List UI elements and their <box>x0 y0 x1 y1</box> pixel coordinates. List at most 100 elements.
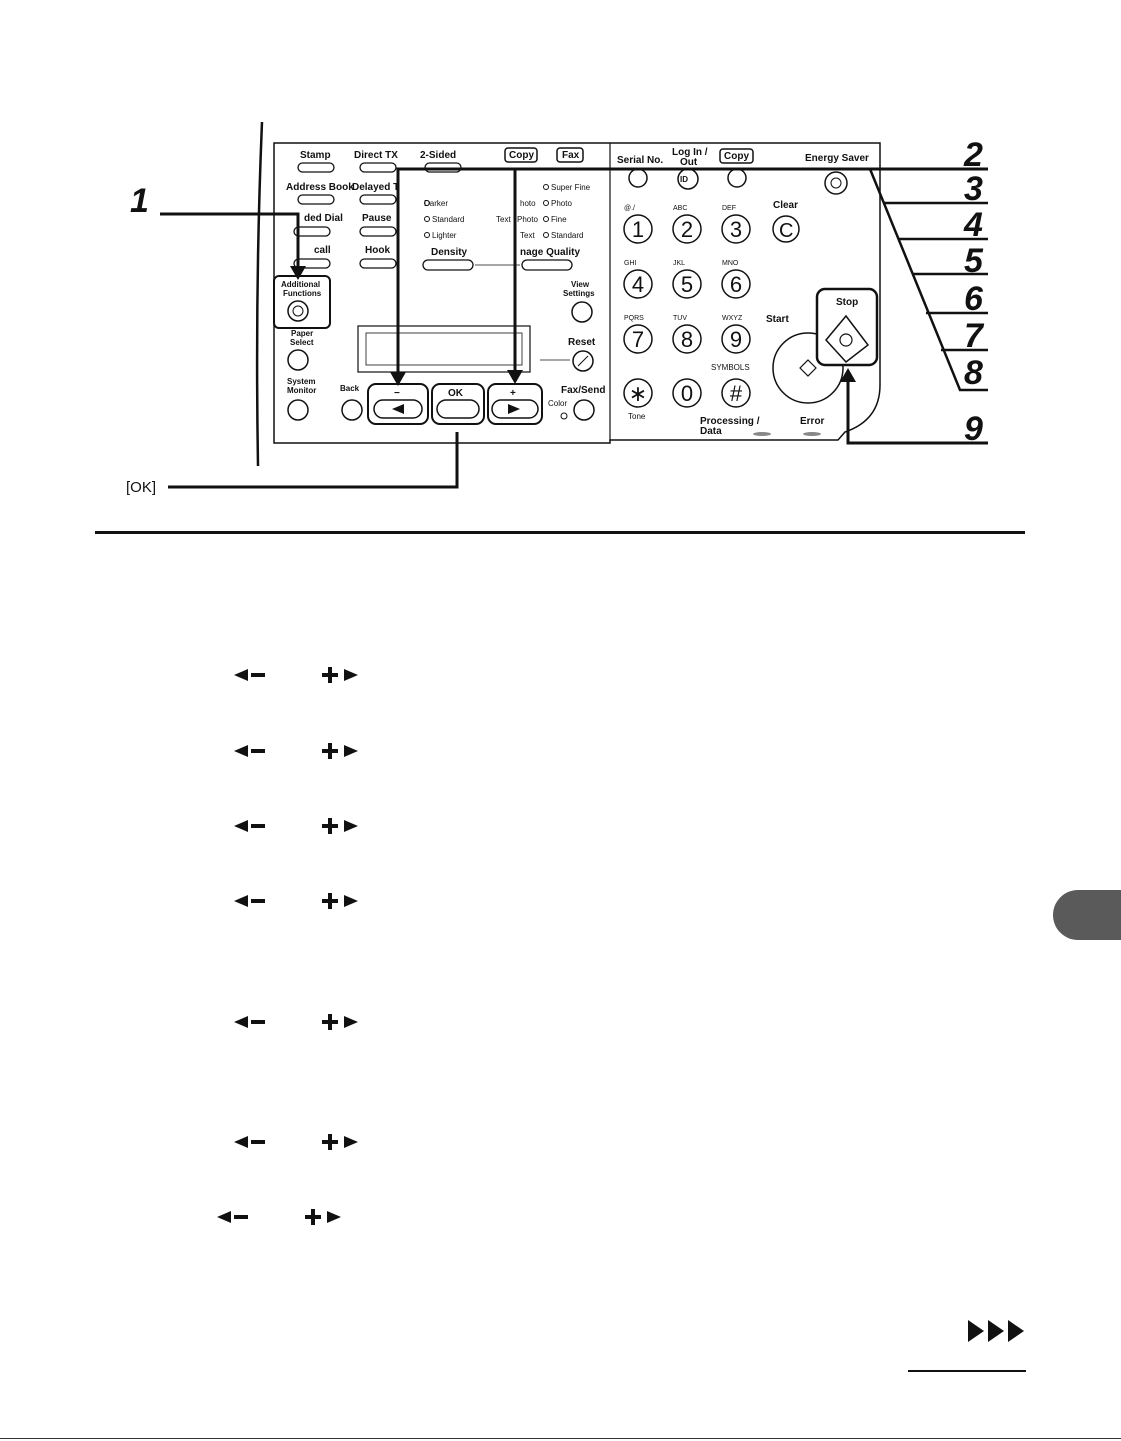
address-book-button[interactable] <box>297 194 335 205</box>
callout-line-1 <box>160 212 300 272</box>
coded-dial-button[interactable] <box>293 226 331 237</box>
image-quality-button[interactable] <box>521 259 573 271</box>
additional-functions-button[interactable] <box>287 300 309 322</box>
text-photo-option-a: Text <box>496 215 511 224</box>
recall-button[interactable] <box>293 258 331 269</box>
login-label-1: Log In / <box>672 147 708 158</box>
keypad-key-8[interactable] <box>721 324 751 354</box>
keypad-key-1[interactable] <box>672 214 702 244</box>
callout-line-ok <box>168 432 459 489</box>
reset-button[interactable] <box>572 350 594 372</box>
right-arrow-glyph <box>344 669 358 681</box>
lcd-screen <box>365 332 523 366</box>
stop-button[interactable] <box>825 314 870 364</box>
keypad-key-0[interactable] <box>623 214 653 244</box>
hook-button[interactable] <box>359 258 397 269</box>
left-arrow-glyph <box>217 1211 231 1223</box>
keypad-letters-2: DEF <box>722 205 736 212</box>
keypad-digit-2: 3 <box>730 217 742 242</box>
right-arrow-glyph <box>344 1136 358 1148</box>
view-settings-label-1: View <box>571 280 590 289</box>
pause-button[interactable] <box>359 226 397 237</box>
view-settings-button[interactable] <box>571 301 593 323</box>
energy-saver-button[interactable] <box>824 171 848 195</box>
keypad-letters-5: MNO <box>722 260 739 267</box>
lighter-option: Lighter <box>432 231 457 240</box>
keypad-letters-1: ABC <box>673 205 687 212</box>
arrow-keys-step-c <box>234 816 374 836</box>
keypad-key-7[interactable] <box>672 324 702 354</box>
callout-arrow-1 <box>290 266 306 280</box>
delayed-button[interactable] <box>359 194 397 205</box>
back-button[interactable] <box>341 399 363 421</box>
left-arrow-glyph <box>234 1016 248 1028</box>
start-button[interactable] <box>772 332 844 404</box>
clear-button[interactable] <box>772 215 800 243</box>
text-photo-option-b: Photo <box>517 215 538 224</box>
reset-icon <box>577 355 589 367</box>
callout-number-7: 7 <box>964 317 985 355</box>
ok-highlight <box>431 383 485 425</box>
right-arrow-button[interactable] <box>491 399 539 419</box>
ok-button[interactable] <box>436 399 480 419</box>
plus-glyph-v <box>328 818 332 834</box>
ok-callout-label: [OK] <box>126 479 156 496</box>
plus-glyph-v <box>328 1134 332 1150</box>
keypad-key-10[interactable] <box>672 378 702 408</box>
tone-label: Tone <box>628 412 646 421</box>
callout-arrow-2b <box>507 370 523 384</box>
callout-number-1: 1 <box>130 182 149 220</box>
stop-icon <box>839 333 853 347</box>
arrow-keys-step-g <box>217 1207 357 1227</box>
direct-tx-label: Direct TX <box>354 150 398 161</box>
right-arrow-glyph <box>344 895 358 907</box>
continue-arrows-icon <box>968 1320 1024 1342</box>
arrow-keys-step-f <box>234 1132 374 1152</box>
page-bottom-rule <box>0 1438 1121 1439</box>
callout-arrow-9 <box>840 368 856 382</box>
keypad-digit-4: 5 <box>681 272 693 297</box>
page-number-rule <box>908 1370 1026 1372</box>
control-panel-figure: Stamp Direct TX 2-Sided Copy Fax Address… <box>126 121 988 496</box>
processing-label-1: Processing / <box>700 416 760 427</box>
left-arrow-button[interactable] <box>373 399 423 419</box>
system-monitor-label-1: System <box>287 377 315 386</box>
paper-select-label-2: Select <box>290 338 314 347</box>
callout-line-3-8-diagonal <box>868 168 988 392</box>
left-arrow-icon <box>392 404 404 414</box>
direct-tx-button[interactable] <box>359 162 397 173</box>
darker-option: Darker <box>424 199 448 208</box>
keypad-key-5[interactable] <box>721 269 751 299</box>
arrow-keys-step-e <box>234 1012 374 1032</box>
keypad-key-2[interactable] <box>721 214 751 244</box>
clear-key-glyph: C <box>779 220 793 242</box>
copy-mode-button[interactable] <box>727 168 747 188</box>
minus-label: − <box>394 388 400 399</box>
lcd-display <box>357 325 531 373</box>
stamp-button[interactable] <box>297 162 335 173</box>
minus-glyph <box>251 673 265 677</box>
minus-glyph <box>234 1215 248 1219</box>
serial-number-button[interactable] <box>628 168 648 188</box>
stamp-label: Stamp <box>300 150 331 161</box>
keypad-key-4[interactable] <box>672 269 702 299</box>
paper-select-button[interactable] <box>287 349 309 371</box>
keypad-key-9[interactable] <box>623 378 653 408</box>
keypad-key-11[interactable] <box>721 378 751 408</box>
two-sided-label: 2-Sided <box>420 150 456 161</box>
power-icon <box>830 177 842 189</box>
keypad-letters-4: JKL <box>673 260 685 267</box>
keypad-key-6[interactable] <box>623 324 653 354</box>
system-monitor-button[interactable] <box>287 399 309 421</box>
density-button[interactable] <box>422 259 474 271</box>
fax-send-button[interactable] <box>573 399 595 421</box>
start-label: Start <box>766 314 789 325</box>
coded-dial-label: ded Dial <box>304 213 343 224</box>
processing-led <box>753 432 771 436</box>
callout-line-2 <box>396 167 988 380</box>
standard-quality-led <box>543 232 549 238</box>
keypad-key-3[interactable] <box>623 269 653 299</box>
callout-number-3: 3 <box>964 170 983 208</box>
plus-glyph-v <box>328 743 332 759</box>
keypad-digit-11: # <box>730 381 743 406</box>
